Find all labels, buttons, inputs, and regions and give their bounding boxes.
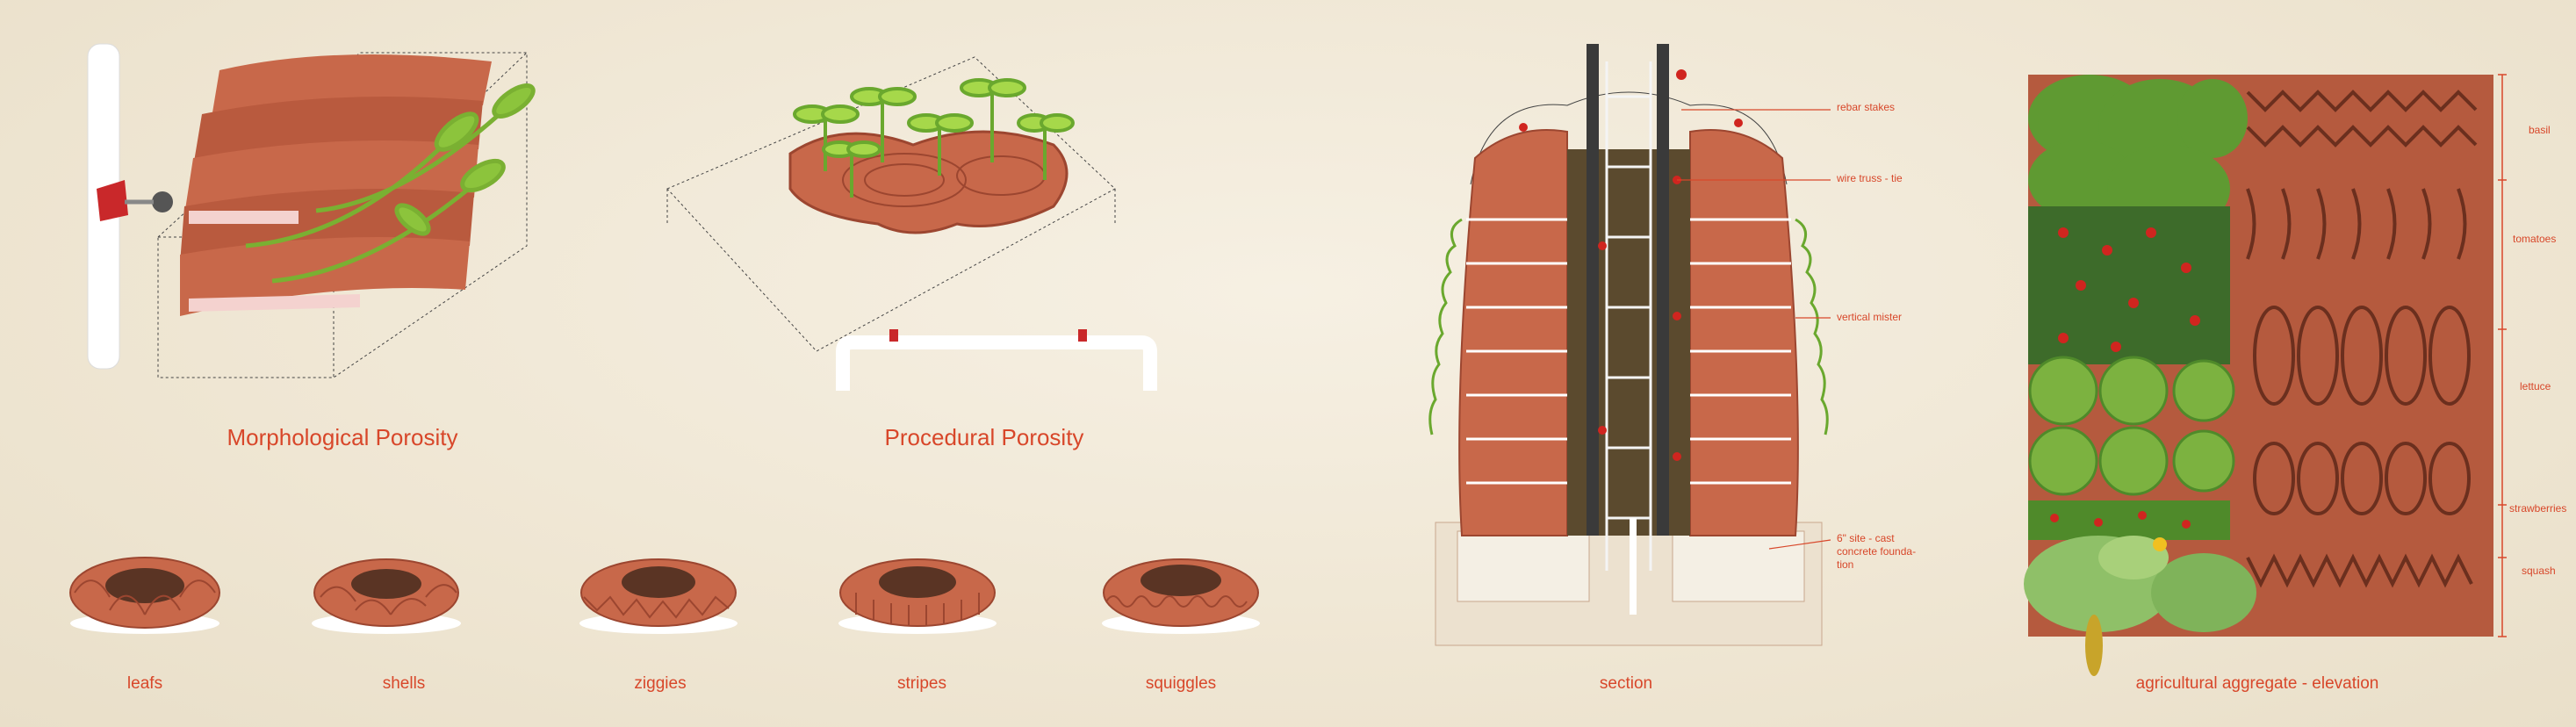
seedlings [793, 78, 1075, 198]
mister-nozzle-icon [889, 329, 898, 342]
procedural-porosity-illustration [666, 56, 1157, 391]
module-squiggles [1102, 558, 1260, 634]
supply-pipe [836, 335, 1157, 391]
right-clay-stack [1689, 129, 1799, 536]
annotation-leaders [1677, 109, 1831, 550]
module-stripes [838, 558, 997, 634]
module-label-ziggies: ziggies [634, 674, 687, 693]
mister-nozzle-icon [152, 191, 173, 212]
crop-label-lettuce: lettuce [2520, 380, 2551, 392]
rebar-stake-icon [1657, 44, 1669, 536]
morphological-porosity-title: Morphological Porosity [227, 424, 458, 450]
procedural-porosity-title: Procedural Porosity [884, 424, 1084, 450]
sprouts [245, 83, 536, 284]
module-leafs [69, 557, 220, 634]
lettuce-heads [2028, 356, 2235, 496]
aggregate-elevation-label: agricultural aggregate - elevation [2135, 674, 2379, 693]
crop-label-tomatoes: tomatoes [2513, 233, 2557, 245]
module-shells [312, 558, 461, 634]
section-illustration [1428, 44, 1831, 646]
annotation-wire-truss-tie: wire truss - tie [1837, 172, 1903, 184]
annotation-vertical-mister: vertical mister [1837, 311, 1903, 323]
mister-valve-icon [97, 180, 128, 221]
mister-nozzle-icon [1078, 329, 1087, 342]
left-clay-stack [1458, 129, 1568, 536]
wall-pattern [2246, 90, 2478, 588]
crop-label-squash: squash [2522, 565, 2556, 577]
module-ziggies [579, 558, 738, 634]
wire-truss [1605, 61, 1652, 571]
annotation-rebar-stakes: rebar stakes [1837, 101, 1896, 113]
basil-foliage [2028, 75, 2248, 233]
crop-label-strawberries: strawberries [2509, 502, 2567, 515]
module-label-leafs: leafs [126, 674, 163, 693]
tomato-foliage [2028, 206, 2230, 364]
module-label-shells: shells [382, 674, 426, 693]
soil-core [1567, 149, 1690, 536]
left-clay-ribs [1466, 218, 1567, 485]
dome-outline [1470, 91, 1788, 185]
clay-layers [180, 54, 492, 316]
section-label: section [1599, 674, 1653, 693]
aggregate-elevation-illustration [2024, 74, 2507, 676]
crop-label-basil: basil [2529, 124, 2551, 136]
right-clay-ribs [1690, 218, 1791, 485]
side-vines [1428, 218, 1829, 435]
module-label-stripes: stripes [897, 674, 946, 693]
rebar-stake-icon [1587, 44, 1599, 536]
strawberry-plants [2028, 500, 2230, 540]
crop-scale-bracket [2498, 74, 2507, 637]
annotation-concrete-foundation: 6" site - cast concrete founda-tion [1837, 532, 1917, 571]
morphological-porosity-illustration [87, 43, 536, 378]
squash-plant [2024, 536, 2256, 676]
module-label-squiggles: squiggles [1145, 674, 1217, 693]
